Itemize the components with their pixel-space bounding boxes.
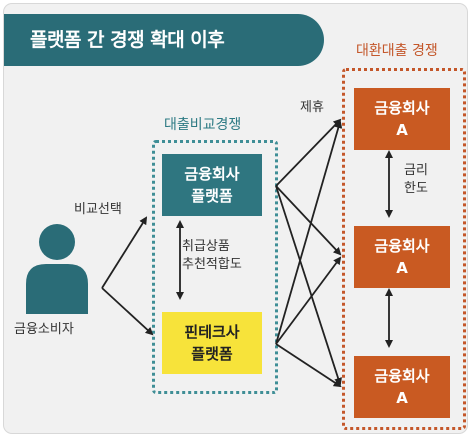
recommend-line2: 추천적합도	[182, 257, 242, 272]
diagram-frame: 플랫폼 간 경쟁 확대 이후 대환대출 경쟁 대출비교경쟁 제휴 비교선택 금융…	[4, 4, 467, 433]
rate-limit-line2: 한도	[404, 181, 428, 196]
finance-company-box-3: 금융회사 A	[354, 356, 450, 418]
finance-company-box-2: 금융회사 A	[354, 226, 450, 288]
finance-company-box-1: 금융회사 A	[354, 88, 450, 150]
company-1-line1: 금융회사	[374, 99, 430, 117]
platform-1-line1: 금융회사	[184, 165, 240, 183]
company-2-line1: 금융회사	[374, 237, 430, 255]
arrow-p2-c1	[275, 120, 343, 345]
fintech-platform-box: 핀테크사 플랫폼	[162, 312, 262, 374]
consumer-label: 금융소비자	[14, 322, 74, 337]
finance-company-platform-box: 금융회사 플랫폼	[162, 154, 262, 216]
arrow-consumer-to-platform-1	[101, 216, 148, 289]
arrow-p1-c2	[275, 185, 342, 256]
loan-comparison-group	[152, 140, 278, 394]
company-2-line2: A	[396, 259, 408, 277]
recommend-label: 취급상품 추천적합도	[182, 238, 242, 274]
recommend-line1: 취급상품	[182, 239, 230, 254]
company-3-line2: A	[396, 389, 408, 407]
loan-refinance-group	[342, 68, 466, 430]
compare-select-label: 비교선택	[74, 202, 122, 217]
consumer-person-icon	[26, 224, 88, 314]
arrow-p2-c3	[275, 343, 342, 388]
diagram-title: 플랫폼 간 경쟁 확대 이후	[30, 29, 225, 51]
arrow-consumer-to-platform-2	[101, 287, 154, 336]
title-banner: 플랫폼 간 경쟁 확대 이후	[4, 14, 324, 66]
rate-limit-line1: 금리	[404, 163, 428, 178]
arrow-p1-c1	[275, 118, 342, 187]
connection-arrows	[101, 118, 393, 388]
loan-comparison-label: 대출비교경쟁	[164, 117, 242, 133]
platform-1-line2: 플랫폼	[191, 187, 233, 205]
platform-2-line2: 플랫폼	[191, 345, 233, 363]
company-1-line2: A	[396, 121, 408, 139]
arrow-p1-c3	[275, 185, 342, 386]
partnership-label: 제휴	[300, 100, 324, 115]
loan-refinance-label: 대환대출 경쟁	[356, 43, 438, 59]
platform-2-line1: 핀테크사	[184, 323, 240, 341]
arrow-p2-c2	[275, 256, 342, 345]
company-3-line1: 금융회사	[374, 367, 430, 385]
rate-limit-label: 금리 한도	[404, 162, 428, 198]
